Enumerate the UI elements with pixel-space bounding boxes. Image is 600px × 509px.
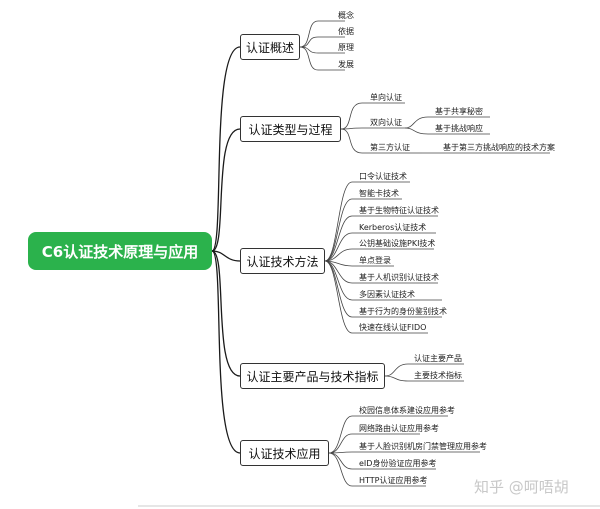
leaf-development: 发展 bbox=[338, 60, 354, 69]
leaf-fido: 快速在线认证FIDO bbox=[359, 323, 427, 332]
leaf-multi-factor: 多因素认证技术 bbox=[359, 290, 415, 299]
footer-divider bbox=[138, 505, 600, 507]
leaf-behavior: 基于行为的身份鉴别技术 bbox=[359, 307, 447, 316]
leaf-pki: 公钥基础设施PKI技术 bbox=[359, 239, 436, 248]
leaf-two-way-auth: 双向认证 bbox=[370, 118, 402, 127]
connector-root-b2 bbox=[211, 250, 241, 262]
connector-root-b1 bbox=[211, 128, 241, 252]
connector-root-b4 bbox=[211, 250, 241, 454]
topic-applications: 认证技术应用 bbox=[240, 440, 329, 466]
connector-root-b0 bbox=[211, 46, 241, 252]
leaf-smart-card: 智能卡技术 bbox=[359, 189, 399, 198]
leaf-kerberos: Kerberos认证技术 bbox=[359, 223, 427, 232]
topic-products: 认证主要产品与技术指标 bbox=[240, 363, 385, 389]
leaf-third-party-auth: 第三方认证 bbox=[370, 143, 410, 152]
leaf-http-app: HTTP认证应用参考 bbox=[359, 476, 428, 485]
topic-overview: 认证概述 bbox=[240, 34, 300, 60]
leaf-third-party-scheme: 基于第三方挑战响应的技术方案 bbox=[443, 143, 555, 152]
leaf-campus-app: 校园信息体系建设应用参考 bbox=[359, 406, 455, 415]
leaf-human-machine: 基于人机识别认证技术 bbox=[359, 273, 439, 282]
topic-auth-methods: 认证技术方法 bbox=[240, 248, 325, 274]
watermark: 知乎 @呵唔胡 bbox=[474, 478, 569, 496]
leaf-router-app: 网络路由认证应用参考 bbox=[359, 424, 439, 433]
topic-auth-types: 认证类型与过程 bbox=[240, 116, 341, 142]
leaf-eid-app: eID身份验证应用参考 bbox=[359, 459, 437, 468]
leaf-shared-secret: 基于共享秘密 bbox=[435, 107, 483, 116]
leaf-password-auth: 口令认证技术 bbox=[359, 172, 407, 181]
leaf-sso: 单点登录 bbox=[359, 256, 391, 265]
root-topic: C6认证技术原理与应用 bbox=[28, 232, 212, 270]
leaf-challenge-response: 基于挑战响应 bbox=[435, 124, 483, 133]
leaf-face-access-app: 基于人脸识别机房门禁管理应用参考 bbox=[359, 442, 487, 451]
leaf-one-way-auth: 单向认证 bbox=[370, 93, 402, 102]
leaf-main-products: 认证主要产品 bbox=[414, 354, 462, 363]
leaf-basis: 依据 bbox=[338, 27, 354, 36]
leaf-principle: 原理 bbox=[338, 43, 354, 52]
connector-root-b3 bbox=[211, 250, 241, 377]
leaf-main-indicators: 主要技术指标 bbox=[414, 371, 462, 380]
leaf-concept: 概念 bbox=[338, 11, 354, 20]
leaf-biometric: 基于生物特征认证技术 bbox=[359, 206, 439, 215]
